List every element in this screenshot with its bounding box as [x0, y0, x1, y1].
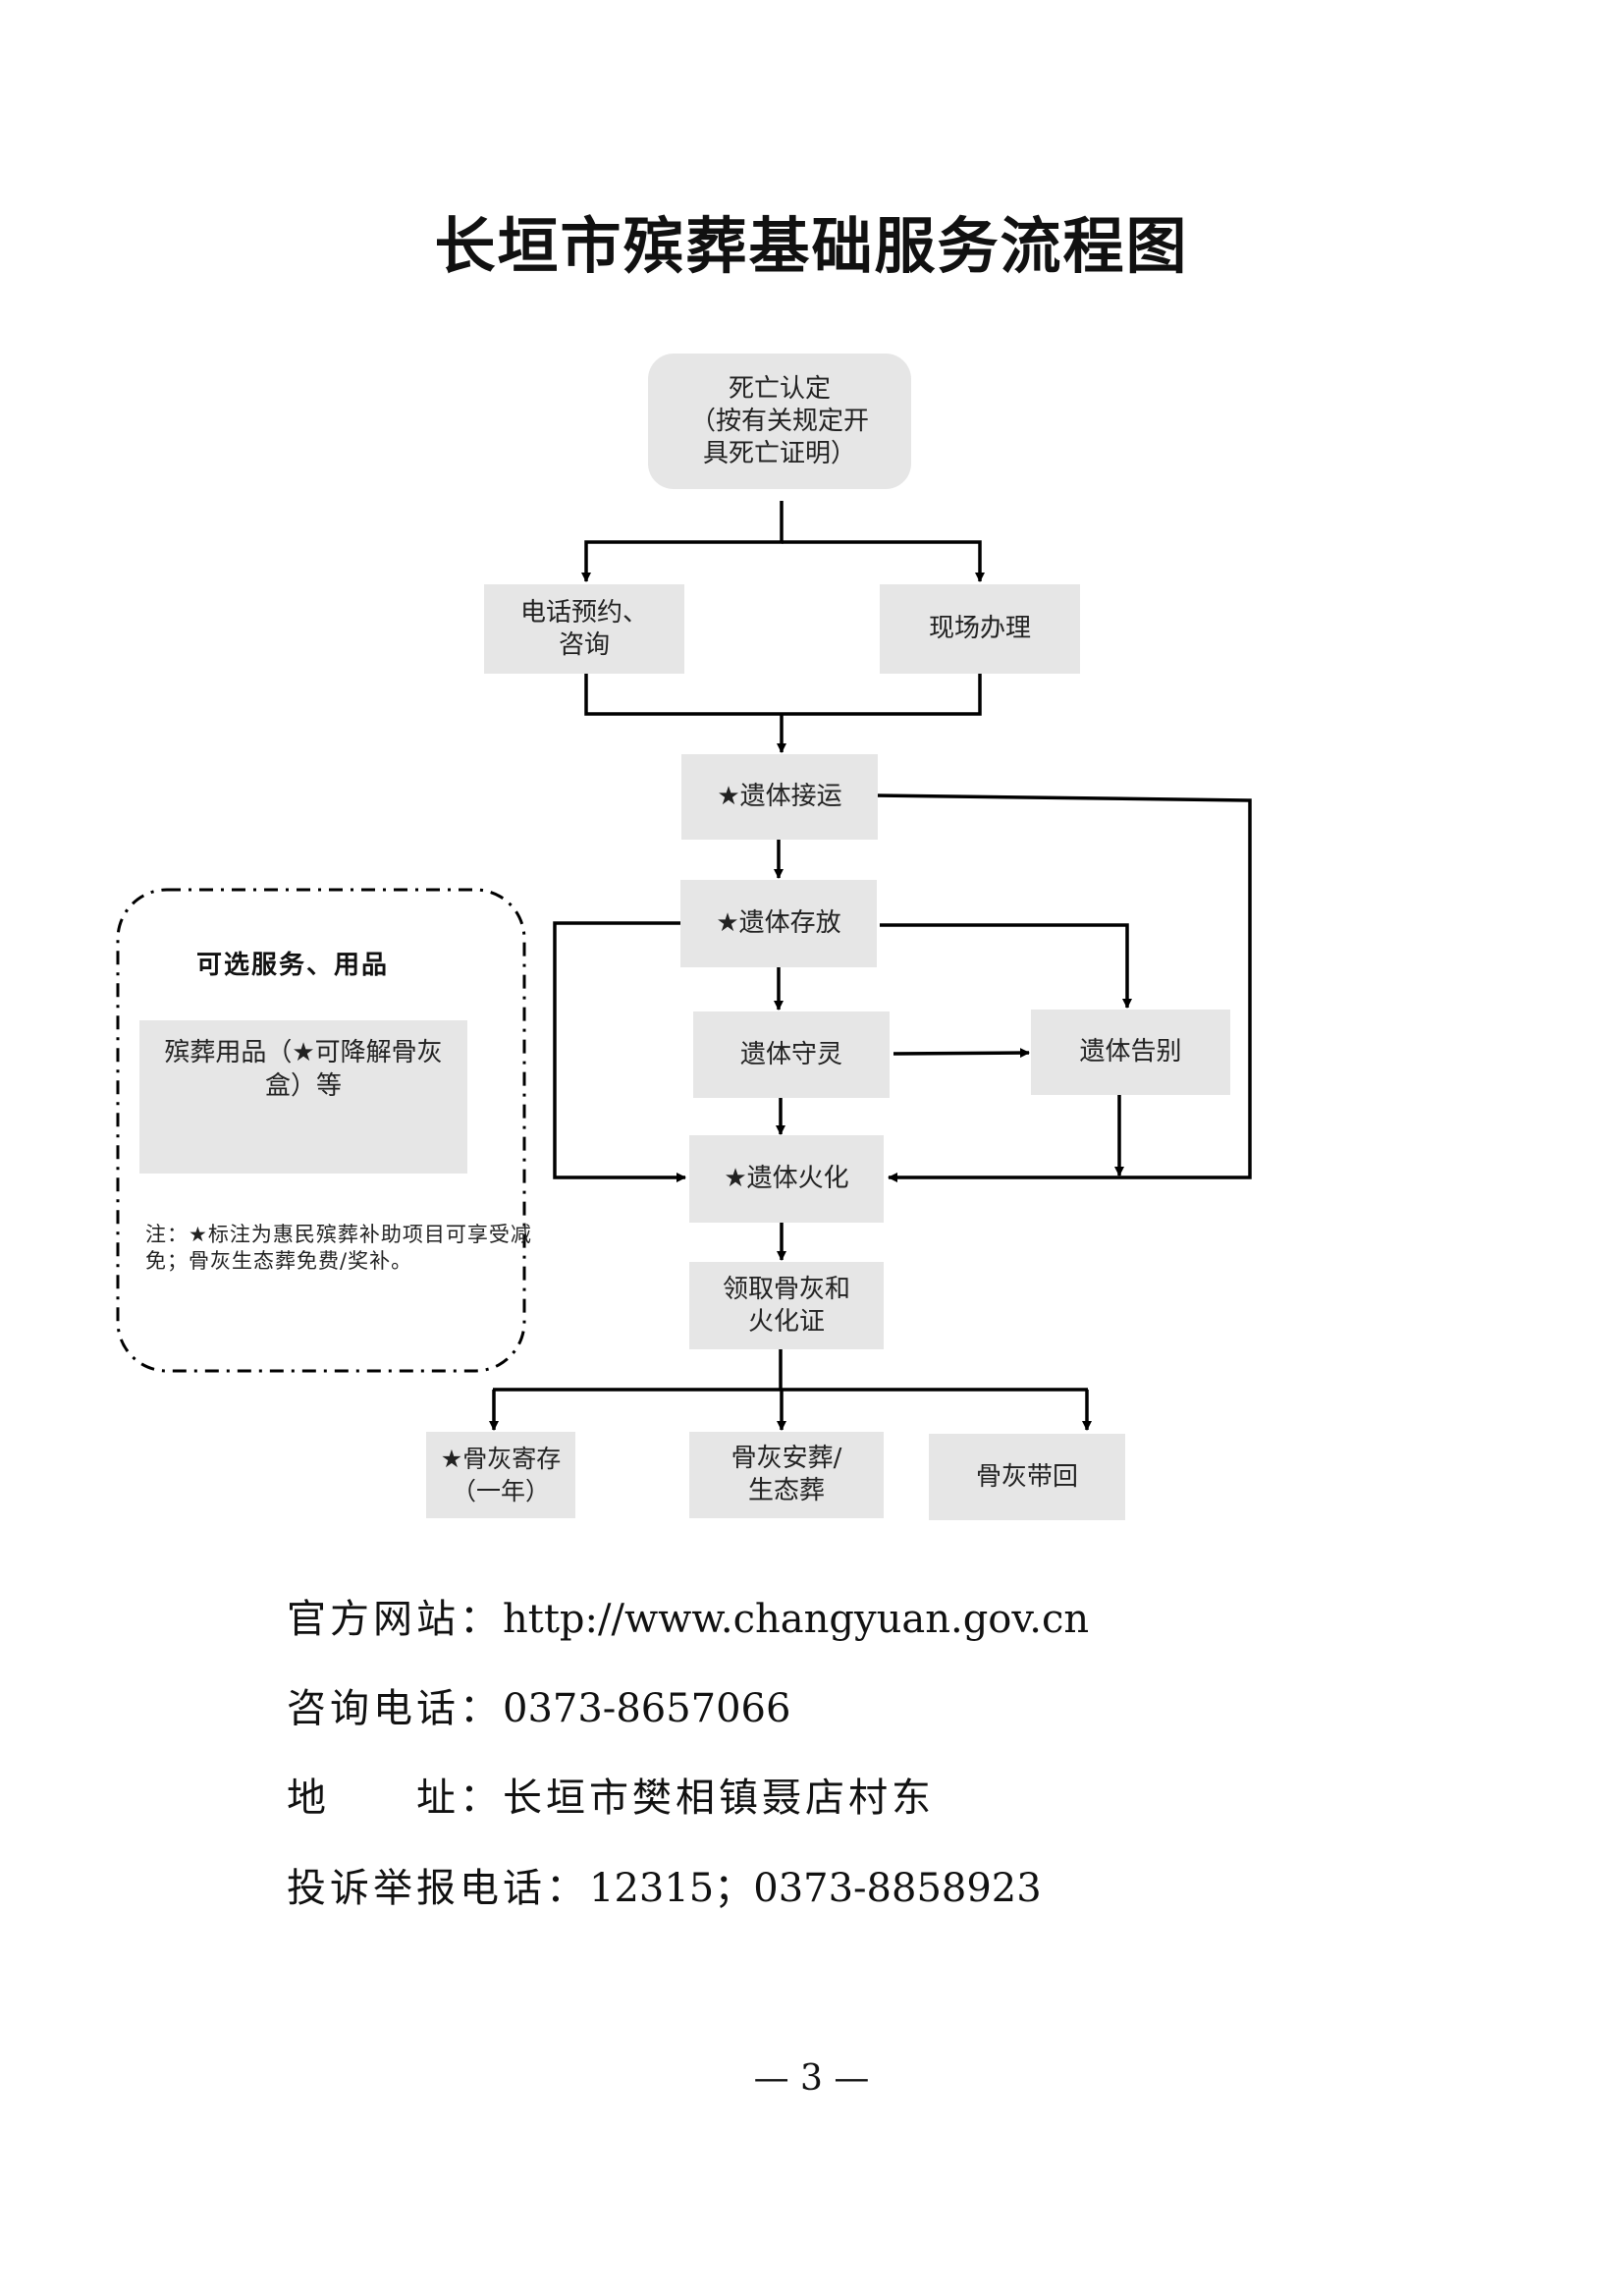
address-line: 地 址：长垣市樊相镇聂店村东 [287, 1766, 935, 1823]
website-url[interactable]: http://www.changyuan.gov.cn [503, 1597, 1090, 1642]
edge-death-split [581, 501, 784, 582]
node-ashes-deposit: ★骨灰寄存 （一年） [426, 1432, 575, 1518]
complaint-line: 投诉举报电话：12315；0373-8858923 [287, 1856, 1042, 1913]
phone-line: 咨询电话：0373-8657066 [287, 1676, 790, 1733]
optional-item-box: 殡葬用品（★可降解骨灰盒）等 [139, 1020, 467, 1174]
optional-services-heading: 可选服务、用品 [196, 951, 390, 980]
page-number: — 3 — [753, 2058, 870, 2099]
edge-phone-merge [584, 674, 982, 716]
edge-storage-cremation [553, 921, 686, 1182]
node-body-vigil: 遗体守灵 [693, 1011, 890, 1098]
node-cremation: ★遗体火化 [689, 1135, 884, 1223]
optional-services-frame [116, 888, 526, 1373]
address-label: 地 址： [287, 1776, 503, 1821]
edge-death-onsite [782, 540, 985, 582]
optional-note: 注：★标注为惠民殡葬补助项目可享受减免；骨灰生态葬免费/奖补。 [145, 1223, 532, 1273]
node-body-farewell: 遗体告别 [1031, 1010, 1230, 1095]
node-phone-booking: 电话预约、 咨询 [484, 584, 684, 674]
node-on-site: 现场办理 [880, 584, 1080, 674]
node-ashes-burial: 骨灰安葬/ 生态葬 [689, 1432, 884, 1518]
website-label: 官方网站： [287, 1597, 503, 1642]
complaint-numbers: 12315；0373-8858923 [589, 1866, 1042, 1911]
edge-storage-farewell [880, 923, 1132, 1009]
phone-label: 咨询电话： [287, 1686, 503, 1731]
edge-vigil-farewell [893, 1048, 1030, 1059]
node-body-transport: ★遗体接运 [681, 754, 878, 840]
website-line: 官方网站：http://www.changyuan.gov.cn [287, 1587, 1089, 1644]
node-collect-ashes: 领取骨灰和 火化证 [689, 1262, 884, 1349]
page-title: 长垣市殡葬基础服务流程图 [434, 210, 1189, 282]
phone-number: 0373-8657066 [503, 1686, 791, 1731]
edge-transport-cremation [875, 793, 1252, 1182]
node-death-confirmation: 死亡认定 （按有关规定开 具死亡证明） [648, 354, 911, 489]
complaint-label: 投诉举报电话： [287, 1866, 589, 1911]
node-body-storage: ★遗体存放 [680, 880, 877, 967]
address-value: 长垣市樊相镇聂店村东 [503, 1776, 935, 1821]
node-ashes-take-home: 骨灰带回 [929, 1434, 1125, 1520]
